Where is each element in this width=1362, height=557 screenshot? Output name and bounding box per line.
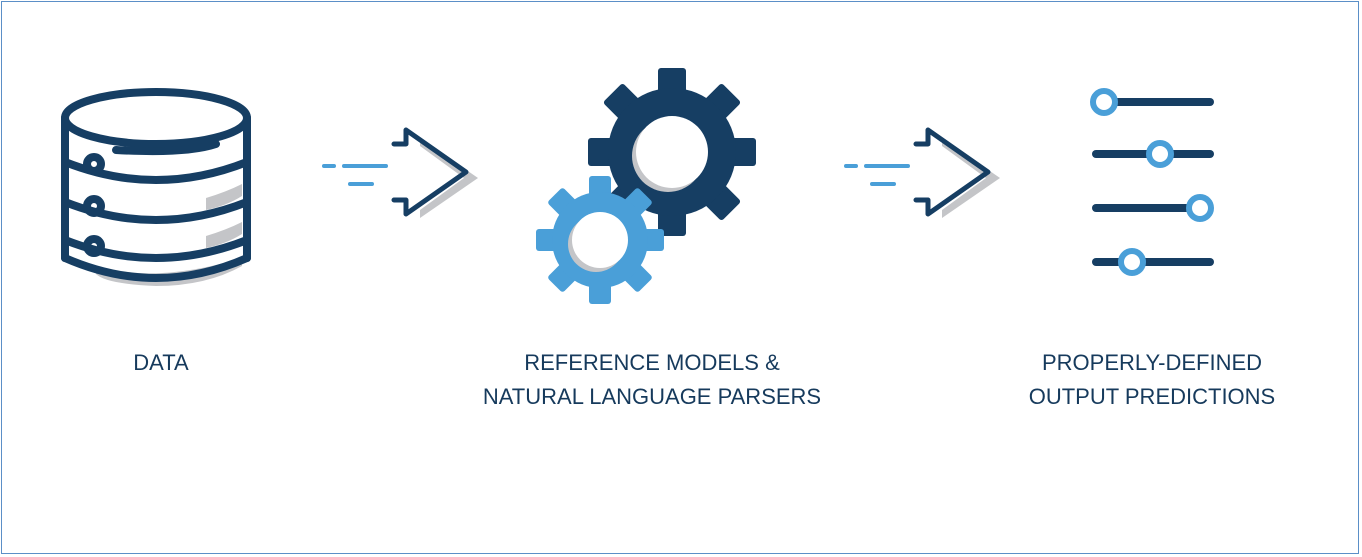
- arrow-right-icon: [322, 127, 478, 218]
- step-label-models: REFERENCE MODELS & NATURAL LANGUAGE PARS…: [442, 346, 862, 414]
- caption-line: NATURAL LANGUAGE PARSERS: [482, 384, 822, 409]
- caption-line: DATA: [133, 350, 189, 375]
- gears-icon: [536, 68, 756, 304]
- step-label-output: PROPERLY-DEFINED OUTPUT PREDICTIONS: [992, 346, 1312, 414]
- caption-line: OUTPUT PREDICTIONS: [1028, 384, 1276, 409]
- step-label-data: DATA: [66, 346, 256, 380]
- database-icon: [61, 88, 251, 286]
- sliders-icon: [1090, 88, 1214, 276]
- caption-line: REFERENCE MODELS &: [524, 350, 780, 375]
- arrow-right-icon: [844, 127, 1000, 218]
- caption-line: PROPERLY-DEFINED: [1041, 350, 1263, 375]
